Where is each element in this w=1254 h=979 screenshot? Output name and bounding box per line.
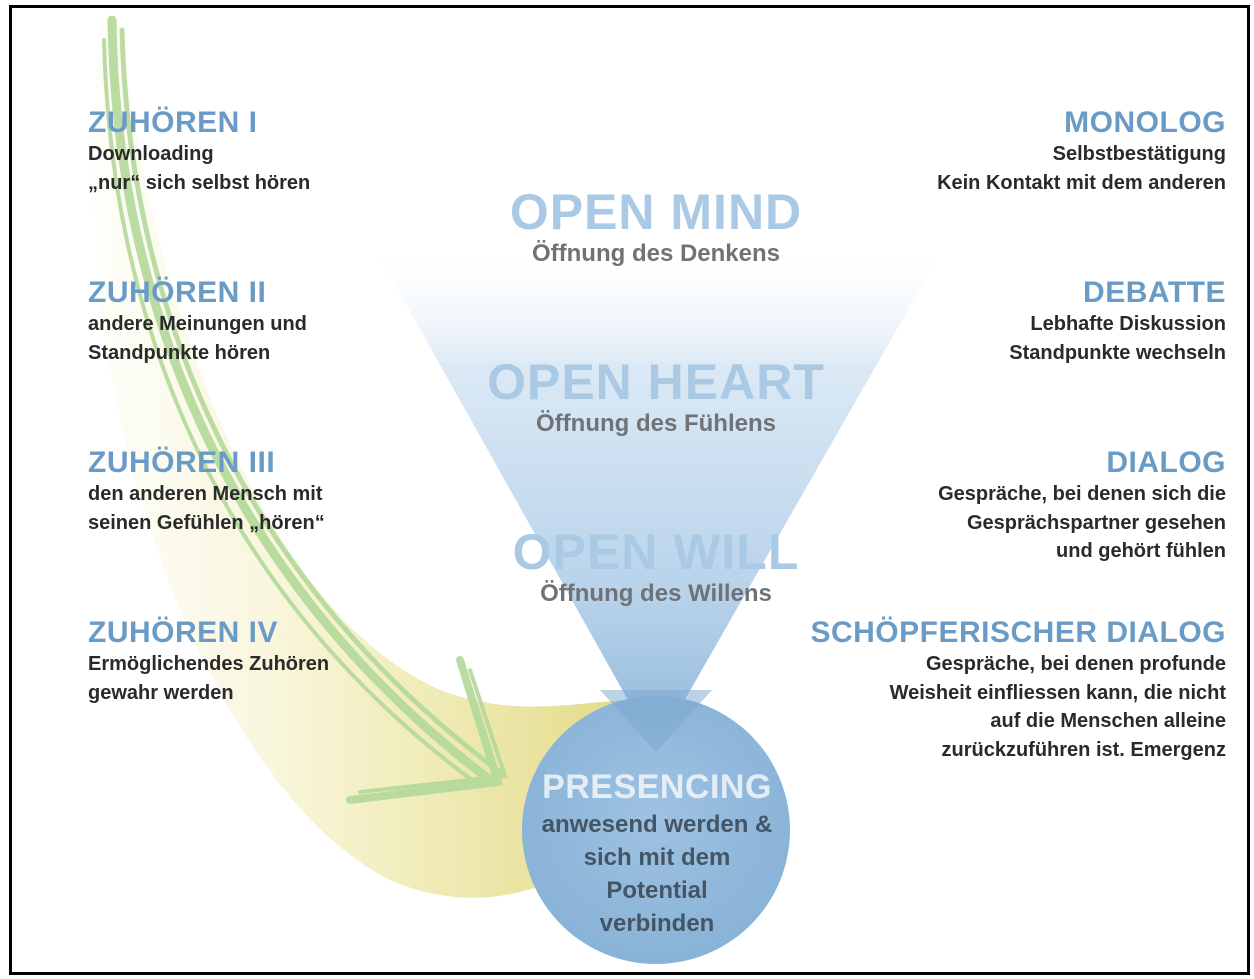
presencing-description: anwesend werden & sich mit dem Potential… xyxy=(541,811,773,937)
zuhoeren-3-description: den anderen Mensch mit seinen Gefühlen „… xyxy=(88,483,325,534)
zuhoeren-1-heading: ZUHÖREN I xyxy=(88,106,258,139)
presencing-block: PRESENCING anwesend werden & sich mit de… xyxy=(524,766,790,940)
zuhoeren-2-heading: ZUHÖREN II xyxy=(88,276,267,309)
presencing-title: PRESENCING xyxy=(542,768,772,806)
debatte-description: Lebhafte Diskussion Standpunkte wechseln xyxy=(1009,313,1226,364)
zuhoeren-3-heading: ZUHÖREN III xyxy=(88,446,276,479)
zuhoeren-4-block: ZUHÖREN IV Ermöglichendes Zuhören gewahr… xyxy=(88,616,388,707)
open-will-block: OPEN WILL Öffnung des Willens xyxy=(456,524,856,608)
open-heart-block: OPEN HEART Öffnung des Fühlens xyxy=(456,354,856,438)
open-will-title: OPEN WILL xyxy=(512,524,800,580)
dialog-description: Gespräche, bei denen sich die Gesprächsp… xyxy=(938,483,1226,562)
debatte-heading: DEBATTE xyxy=(1083,276,1226,309)
monolog-heading: MONOLOG xyxy=(1064,106,1226,139)
yellow-sweep-shape xyxy=(94,20,640,898)
funnel-shape xyxy=(370,240,948,750)
funnel-tip-shape xyxy=(600,690,712,752)
zuhoeren-4-description: Ermöglichendes Zuhören gewahr werden xyxy=(88,653,330,704)
open-heart-title: OPEN HEART xyxy=(487,354,825,410)
schoepferischer-dialog-block: SCHÖPFERISCHER DIALOG Gespräche, bei den… xyxy=(766,616,1226,764)
monolog-description: Selbstbestätigung Kein Kontakt mit dem a… xyxy=(937,143,1226,194)
open-mind-subtitle: Öffnung des Denkens xyxy=(531,240,781,267)
open-mind-block: OPEN MIND Öffnung des Denkens xyxy=(456,184,856,268)
debatte-block: DEBATTE Lebhafte Diskussion Standpunkte … xyxy=(766,276,1226,367)
green-arrow xyxy=(102,15,508,804)
open-heart-subtitle: Öffnung des Fühlens xyxy=(536,410,776,437)
zuhoeren-2-block: ZUHÖREN II andere Meinungen und Standpun… xyxy=(88,276,388,367)
open-will-subtitle: Öffnung des Willens xyxy=(540,580,772,607)
zuhoeren-4-heading: ZUHÖREN IV xyxy=(88,616,279,649)
zuhoeren-2-description: andere Meinungen und Standpunkte hören xyxy=(88,313,307,364)
presencing-circle-shape xyxy=(522,696,790,964)
dialog-block: DIALOG Gespräche, bei denen sich die Ges… xyxy=(766,446,1226,566)
zuhoeren-3-block: ZUHÖREN III den anderen Mensch mit seine… xyxy=(88,446,388,537)
zuhoeren-1-block: ZUHÖREN I Downloading „nur“ sich selbst … xyxy=(88,106,388,197)
dialog-heading: DIALOG xyxy=(1106,446,1226,479)
zuhoeren-1-description: Downloading „nur“ sich selbst hören xyxy=(88,143,311,194)
schoepferischer-dialog-heading: SCHÖPFERISCHER DIALOG xyxy=(810,616,1226,649)
monolog-block: MONOLOG Selbstbestätigung Kein Kontakt m… xyxy=(766,106,1226,197)
open-mind-title: OPEN MIND xyxy=(509,184,803,240)
schoepferischer-dialog-description: Gespräche, bei denen profunde Weisheit e… xyxy=(889,653,1226,761)
